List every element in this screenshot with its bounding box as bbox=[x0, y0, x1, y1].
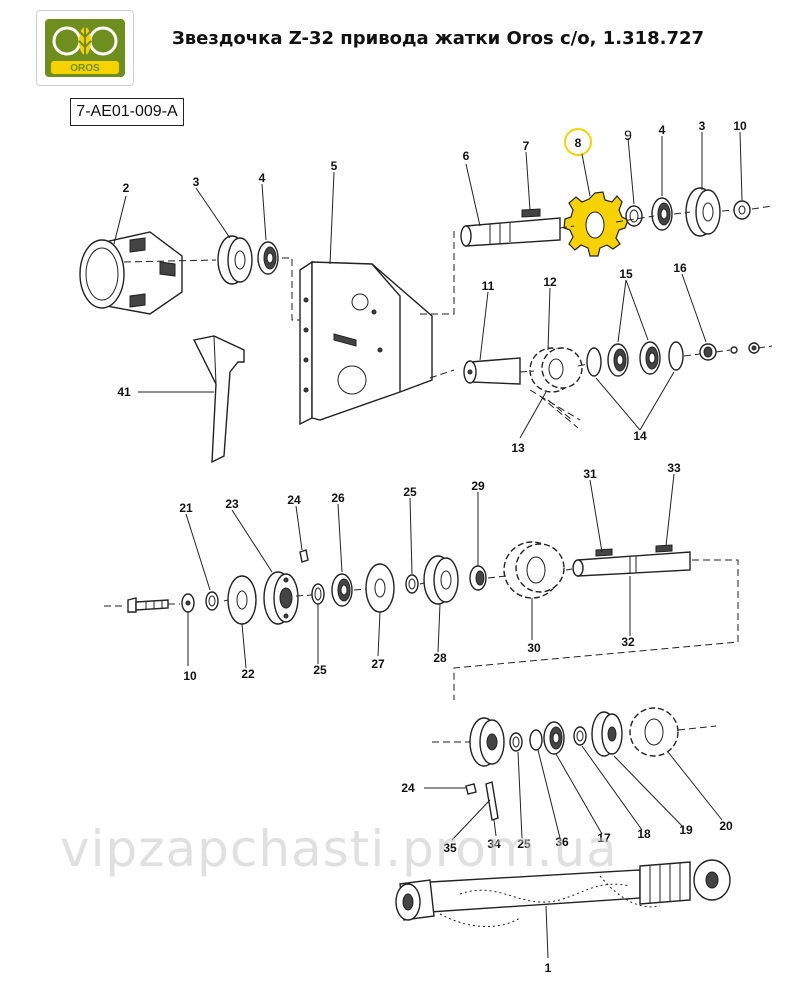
part-18-ring bbox=[573, 726, 587, 746]
label-part-9: 9 bbox=[624, 127, 632, 143]
label-part-15: 15 bbox=[619, 267, 633, 281]
part-16-bearing bbox=[699, 343, 717, 361]
label-part-7: 7 bbox=[523, 139, 530, 153]
part-4-bearing-right bbox=[651, 197, 673, 231]
label-part-35: 35 bbox=[443, 841, 457, 855]
label-part-16: 16 bbox=[673, 261, 687, 275]
label-part-18: 18 bbox=[637, 827, 651, 841]
label-part-1: 1 bbox=[545, 961, 552, 975]
doc-code-box: 7-AE01-009-A bbox=[70, 98, 184, 126]
label-part-24: 24 bbox=[287, 493, 301, 507]
part-21-bolt bbox=[127, 597, 169, 613]
part-2-housing bbox=[79, 231, 183, 315]
oros-logo-icon: OROS bbox=[45, 19, 125, 77]
part-34-pin bbox=[485, 781, 499, 821]
part-9-ring bbox=[625, 205, 643, 227]
label-part-25-top: 25 bbox=[403, 485, 417, 499]
part-25-ring-left bbox=[311, 583, 325, 605]
label-part-21: 21 bbox=[179, 501, 193, 515]
label-part-5: 5 bbox=[331, 159, 338, 173]
label-part-27: 27 bbox=[371, 657, 385, 671]
part-27-plate bbox=[365, 563, 395, 613]
label-part-20: 20 bbox=[719, 819, 733, 833]
label-part-8: 8 bbox=[575, 136, 582, 150]
label-part-32: 32 bbox=[621, 635, 635, 649]
part-30-sprocket bbox=[503, 541, 565, 599]
label-part-17: 17 bbox=[597, 831, 611, 845]
label-part-6: 6 bbox=[463, 149, 470, 163]
label-part-10: 10 bbox=[733, 119, 747, 133]
label-part-41: 41 bbox=[117, 385, 131, 399]
label-part-3: 3 bbox=[193, 175, 200, 189]
part-3-cap-right bbox=[685, 187, 721, 237]
watermark-text: vipzapchasti.prom.ua bbox=[60, 820, 618, 878]
part-5-frame bbox=[299, 260, 433, 426]
part-10-washer bbox=[733, 200, 751, 220]
part-11-shaft bbox=[463, 357, 521, 385]
label-part-33: 33 bbox=[667, 461, 681, 475]
label-part-30: 30 bbox=[527, 641, 541, 655]
part-25-ring-lower bbox=[509, 732, 523, 752]
leader-lines bbox=[113, 131, 743, 959]
part-24-nipple-lower bbox=[465, 783, 477, 795]
label-part-19: 19 bbox=[679, 823, 693, 837]
part-15-bearing-b bbox=[639, 341, 661, 375]
page-title: Звездочка Z-32 привода жатки Oros c/o, 1… bbox=[172, 28, 705, 49]
label-part-10-lower: 10 bbox=[183, 669, 197, 683]
part-8-highlight-ring bbox=[564, 128, 592, 156]
label-part-34: 34 bbox=[487, 837, 501, 851]
part-24-grease-nipple bbox=[299, 549, 309, 563]
part-1-pto-shaft bbox=[395, 859, 731, 927]
part-41-bracket bbox=[192, 335, 245, 464]
logo-text: OROS bbox=[70, 63, 100, 74]
part-8-highlighted-sprocket bbox=[563, 191, 629, 257]
label-part-3-right: 3 bbox=[699, 119, 706, 133]
label-part-25-lower: 25 bbox=[517, 837, 531, 851]
part-10-nut bbox=[181, 593, 195, 613]
part-28-flange bbox=[423, 555, 459, 605]
label-part-11: 11 bbox=[482, 279, 495, 293]
part-12-double-sprocket bbox=[529, 347, 583, 393]
part-21-washer bbox=[205, 591, 219, 611]
label-part-22: 22 bbox=[241, 667, 255, 681]
label-part-13: 13 bbox=[511, 441, 525, 455]
label-part-28: 28 bbox=[433, 651, 447, 665]
part-4-bearing bbox=[257, 241, 279, 275]
label-part-25-mid: 25 bbox=[313, 663, 327, 677]
part-19-flange bbox=[591, 711, 623, 757]
part-20-sprocket bbox=[629, 707, 679, 757]
part-number-labels: 2 3 4 5 6 7 8 9 4 3 10 41 11 12 15 16 13… bbox=[117, 119, 747, 975]
label-part-4: 4 bbox=[259, 171, 266, 185]
label-part-23: 23 bbox=[225, 497, 239, 511]
label-part-36: 36 bbox=[555, 835, 569, 849]
label-part-14: 14 bbox=[633, 429, 647, 443]
label-part-2: 2 bbox=[123, 181, 130, 195]
part-17-bearing bbox=[543, 721, 565, 755]
part-29-bearing bbox=[469, 565, 487, 591]
label-part-26: 26 bbox=[331, 491, 345, 505]
label-part-24-lower: 24 bbox=[401, 781, 415, 795]
part-23-flange bbox=[263, 571, 299, 625]
part-15-bearing-a bbox=[607, 343, 629, 377]
part-32-shaft bbox=[572, 544, 691, 577]
label-part-29: 29 bbox=[471, 479, 485, 493]
part-36-ring bbox=[529, 729, 543, 751]
part-6-shaft bbox=[460, 208, 561, 247]
label-part-31: 31 bbox=[583, 467, 597, 481]
oros-logo: OROS bbox=[36, 10, 134, 86]
part-flange-lower bbox=[469, 717, 505, 767]
part-26-bearing bbox=[331, 573, 353, 607]
part-25-ring-middle bbox=[405, 574, 419, 594]
part-16-washers bbox=[730, 342, 760, 354]
part-14-ring-a bbox=[586, 347, 602, 377]
part-22-plate bbox=[227, 575, 257, 625]
part-3-cap bbox=[217, 235, 253, 285]
label-part-12: 12 bbox=[543, 275, 557, 289]
label-part-4-right: 4 bbox=[659, 123, 666, 137]
part-14-ring-b bbox=[668, 341, 684, 371]
